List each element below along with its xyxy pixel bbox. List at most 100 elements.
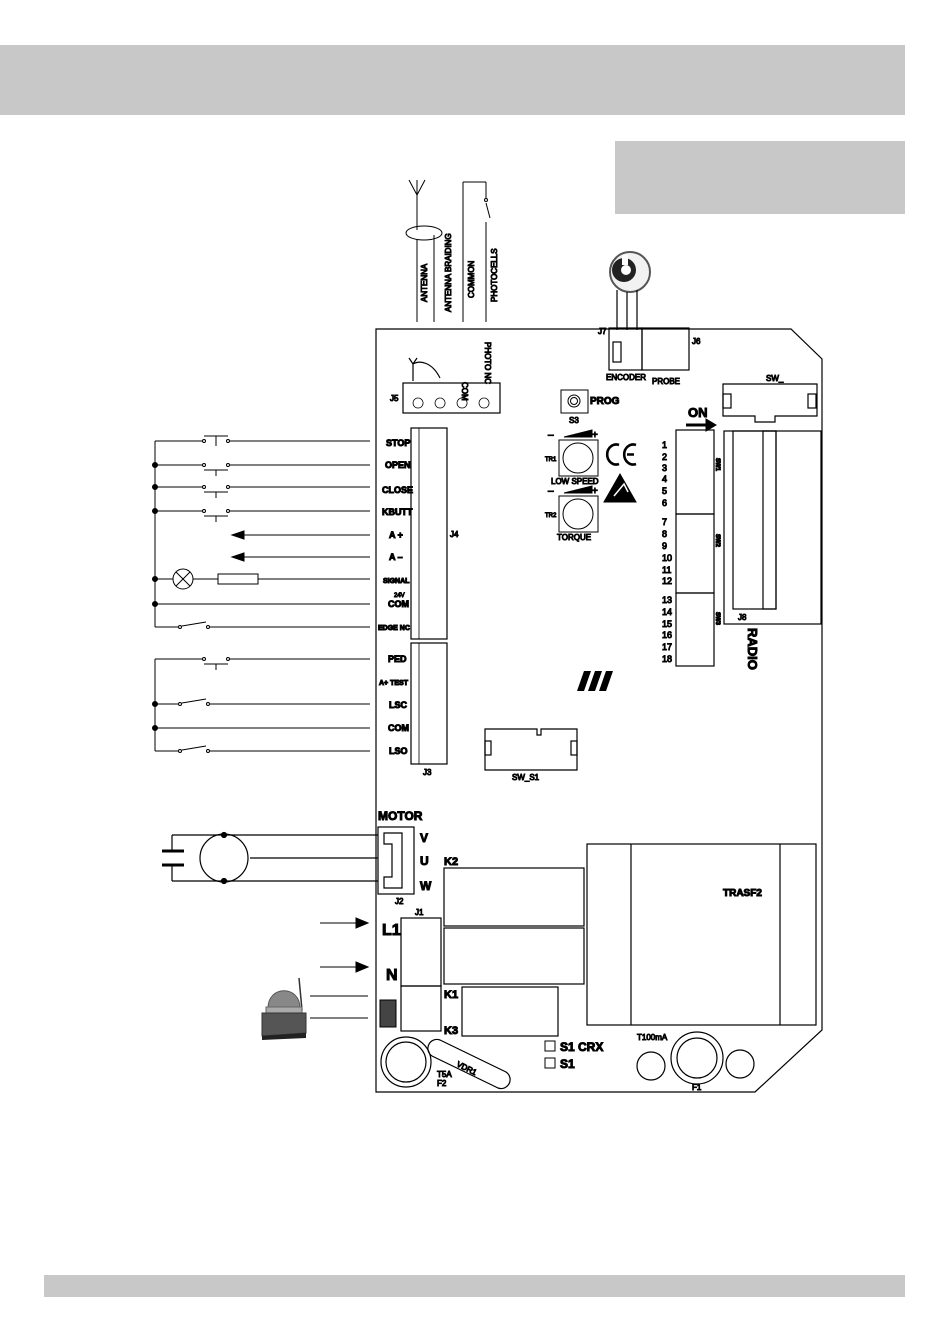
svg-text:17: 17 (662, 642, 672, 652)
j3-label: J3 (423, 768, 432, 777)
s1-crx-box (544, 1040, 556, 1052)
t100ma-label: T100mA (637, 1033, 668, 1042)
j5-com-label: COM (460, 382, 469, 401)
fuse-f2 (380, 1036, 432, 1088)
tr2-plus: + (592, 486, 598, 497)
wire-label-photocells: PHOTOCELLS (490, 248, 499, 302)
svg-text:16: 16 (662, 630, 672, 640)
n-label: N (386, 967, 398, 984)
motor-label: MOTOR (378, 809, 423, 823)
s1-box (544, 1057, 556, 1069)
svg-text:LSO: LSO (389, 746, 408, 756)
svg-text:13: 13 (662, 595, 672, 605)
k3-label: K3 (444, 1025, 458, 1037)
esd-warning-icon (603, 472, 637, 503)
encoder-magnet-icon (609, 251, 651, 330)
dip-switch-panels (675, 429, 715, 667)
trasf2-label: TRASF2 (723, 888, 762, 899)
ce-mark-icon (605, 443, 637, 466)
svg-text:18: 18 (662, 654, 672, 664)
motor-phase-u: U (420, 854, 429, 868)
lamp-symbol-icon (172, 568, 194, 590)
svg-text:COM: COM (388, 599, 409, 609)
j8-radio-connector (723, 430, 822, 625)
on-label: ON (688, 405, 708, 420)
j3-terminal-labels: PED A+ TEST LSC COM LSO (379, 654, 410, 757)
sw2-label: SW2 (714, 534, 720, 548)
control-board-outline (375, 328, 823, 1093)
svg-text:STOP: STOP (386, 438, 410, 448)
svg-text:OPEN: OPEN (385, 460, 411, 470)
j4-terminal-labels: STOP OPEN CLOSE KBUTT A + A – SIGNAL COM… (378, 438, 414, 633)
varistor-vdr1 (427, 1038, 511, 1090)
svg-text:3: 3 (662, 463, 667, 473)
tr1-minus: – (548, 430, 554, 441)
radio-label: RADIO (745, 628, 760, 670)
sw1-label: SW1 (714, 458, 720, 472)
capacitor-icon (162, 849, 184, 867)
section-band (615, 141, 905, 214)
relay-k1 (443, 927, 585, 985)
svg-text:CLOSE: CLOSE (382, 485, 413, 495)
svg-text:6: 6 (662, 498, 667, 508)
mains-arrows (310, 917, 370, 1019)
svg-text:A+ TEST: A+ TEST (379, 680, 409, 687)
tr2-minus: – (548, 486, 554, 497)
tr2-label: TR2 (545, 513, 557, 519)
wire-label-antenna: ANTENNA (420, 263, 429, 302)
tr1-label: TR1 (545, 457, 557, 463)
tr1-trimmer (558, 429, 599, 477)
external-control-wiring (152, 435, 370, 753)
probe-label: PROBE (652, 377, 680, 386)
j5-photo-label: PHOTO NC (483, 342, 492, 384)
motor-phase-w: W (420, 879, 432, 893)
j2-label: J2 (395, 897, 404, 906)
photocell-contact (462, 181, 491, 322)
j5-connector (402, 357, 501, 414)
f2-label: F2 (437, 1079, 447, 1088)
v24-label: 24V (394, 593, 405, 599)
j7-j6-connectors (608, 327, 690, 371)
sw3-label: SW3 (714, 612, 720, 626)
svg-text:12: 12 (662, 576, 672, 586)
svg-text:KBUTT: KBUTT (382, 507, 413, 517)
j4-label: J4 (450, 530, 459, 539)
svg-text:11: 11 (662, 565, 671, 575)
low-speed-label: LOW SPEED (551, 477, 599, 486)
torque-label: TORQUE (557, 533, 591, 542)
j7-label: J7 (598, 327, 607, 336)
j6-label: J6 (692, 337, 701, 346)
header-band (0, 45, 905, 115)
j5-label: J5 (390, 394, 399, 403)
motor-phase-v: V (420, 831, 428, 845)
sw-label: SW_ (766, 374, 784, 383)
f1-label: F1 (692, 1083, 702, 1092)
svg-text:SIGNAL: SIGNAL (383, 578, 410, 585)
svg-text:10: 10 (662, 553, 672, 563)
svg-text:PED: PED (388, 654, 407, 664)
s3-label: S3 (569, 416, 579, 425)
svg-text:8: 8 (662, 529, 667, 539)
vdr1-label: VDR1 (455, 1060, 479, 1078)
j2-motor-connector (377, 826, 415, 895)
j1-power-connector (400, 917, 442, 1032)
svg-text:LSC: LSC (389, 700, 408, 710)
svg-text:1: 1 (662, 440, 667, 450)
manufacturer-logo-icon (577, 671, 613, 691)
sw-s1-label: SW_S1 (512, 773, 540, 782)
on-arrow-icon (686, 418, 717, 432)
antenna-icon (405, 179, 443, 322)
tr2-trimmer (558, 485, 599, 533)
fuse-clip (379, 999, 397, 1028)
k2-label: K2 (444, 856, 458, 868)
svg-text:14: 14 (662, 607, 672, 617)
svg-text:A –: A – (389, 552, 403, 562)
wire-label-common: COMMON (467, 260, 476, 298)
j8-label: J8 (738, 613, 747, 622)
relay-k2 (443, 867, 585, 927)
dip-number-list: 1 2 3 4 5 6 7 8 9 10 11 12 13 14 15 16 1… (662, 440, 673, 665)
s1-label: S1 (560, 1057, 575, 1071)
t5a-label: T5A (437, 1070, 452, 1079)
l1-label: L1 (382, 922, 401, 939)
